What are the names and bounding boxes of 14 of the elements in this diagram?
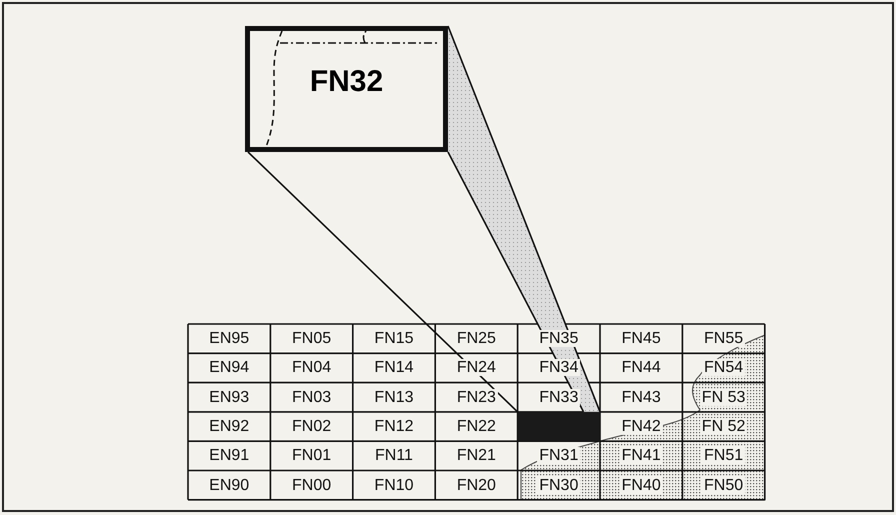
grid-square-label: FN31 [537,447,580,464]
grid-square-label: FN54 [702,359,746,376]
grid-square-label: FN 52 [700,418,748,436]
grid-square-label: FN41 [620,447,663,464]
grid-square-label: FN30 [537,476,580,494]
inset-title: FN32 [310,65,384,98]
grid-square-label: FN51 [702,447,746,464]
grid-square-label: FN40 [620,476,663,494]
grid-square-label: FN42 [620,418,663,436]
grid-square-label: FN55 [702,330,746,348]
grid-square-label: FN50 [702,476,746,494]
highlighted-map-square [518,412,600,442]
grid-square-label: FN 53 [700,388,748,406]
grid-square-label: FN35 [537,330,580,348]
